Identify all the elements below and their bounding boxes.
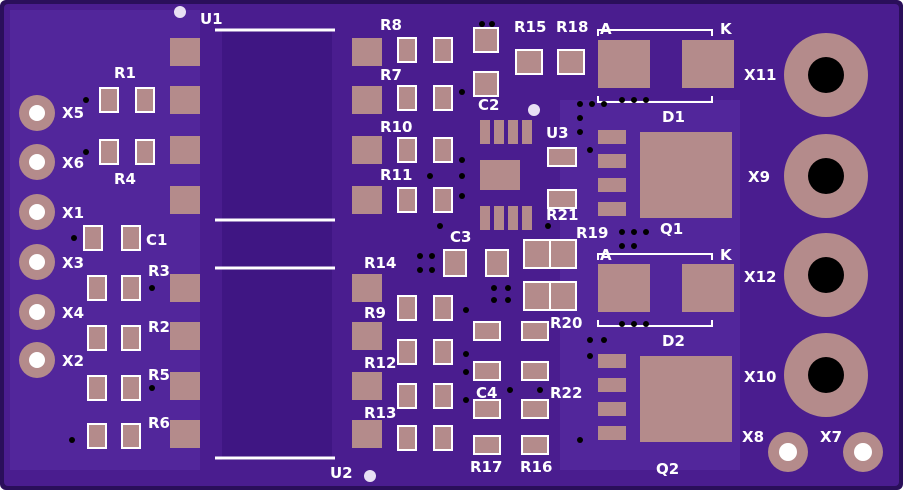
- label-c2: C2: [478, 96, 499, 114]
- u1-pin1-dot: [174, 6, 186, 18]
- label-r6: R6: [148, 414, 170, 432]
- power-terminals: [768, 33, 883, 472]
- label-r11: R11: [380, 166, 412, 184]
- label-x12: X12: [744, 268, 776, 286]
- passive-pads: [83, 27, 585, 455]
- label-x9: X9: [748, 168, 770, 186]
- header-pins: [19, 95, 55, 378]
- label-x4: X4: [62, 304, 84, 322]
- label-x8: X8: [742, 428, 764, 446]
- silkscreen-labels: U1 U2 U3 R1 R4 C1 R3 R2 R5 R6 R8 R7 R10 …: [62, 10, 842, 482]
- label-r20: R20: [550, 314, 582, 332]
- label-r5: R5: [148, 366, 170, 384]
- label-r17: R17: [470, 458, 502, 476]
- label-r7: R7: [380, 66, 402, 84]
- label-x5: X5: [62, 104, 84, 122]
- label-d1: D1: [662, 108, 685, 126]
- label-r13: R13: [364, 404, 396, 422]
- label-r19: R19: [576, 224, 608, 242]
- label-a2: A: [600, 246, 612, 264]
- diode-pads: [598, 40, 734, 312]
- u2-pin1-dot: [364, 470, 376, 482]
- transistor-pads: [598, 130, 732, 442]
- label-k2: K: [720, 246, 733, 264]
- label-r12: R12: [364, 354, 396, 372]
- label-r16: R16: [520, 458, 552, 476]
- diode-outlines: [597, 29, 713, 327]
- label-u2: U2: [330, 464, 353, 482]
- label-x2: X2: [62, 352, 84, 370]
- label-c3: C3: [450, 228, 471, 246]
- label-x3: X3: [62, 254, 84, 272]
- u1-body: [222, 30, 332, 460]
- u-pads-left: [170, 38, 200, 448]
- label-r14: R14: [364, 254, 396, 272]
- label-r21: R21: [546, 206, 578, 224]
- label-r18: R18: [556, 18, 588, 36]
- label-r22: R22: [550, 384, 582, 402]
- label-x7: X7: [820, 428, 842, 446]
- label-a1: A: [600, 20, 612, 38]
- label-r1: R1: [114, 64, 136, 82]
- u3-package: [480, 120, 532, 230]
- u3-pin1-dot: [528, 104, 540, 116]
- label-u3: U3: [546, 124, 569, 142]
- label-r9: R9: [364, 304, 386, 322]
- label-x1: X1: [62, 204, 84, 222]
- label-c1: C1: [146, 231, 167, 249]
- label-r10: R10: [380, 118, 412, 136]
- label-x11: X11: [744, 66, 776, 84]
- label-r2: R2: [148, 318, 170, 336]
- label-c4: C4: [476, 384, 497, 402]
- label-r3: R3: [148, 262, 170, 280]
- label-q1: Q1: [660, 220, 683, 238]
- label-r8: R8: [380, 16, 402, 34]
- label-x10: X10: [744, 368, 776, 386]
- vias: [69, 21, 649, 443]
- label-q2: Q2: [656, 460, 679, 478]
- label-r15: R15: [514, 18, 546, 36]
- label-r4: R4: [114, 170, 136, 188]
- copper-pour-left: [10, 10, 200, 470]
- label-d2: D2: [662, 332, 685, 350]
- u-pads-right: [352, 38, 382, 448]
- label-x6: X6: [62, 154, 84, 172]
- label-k1: K: [720, 20, 733, 38]
- label-u1: U1: [200, 10, 223, 28]
- u1-outline: [215, 28, 335, 460]
